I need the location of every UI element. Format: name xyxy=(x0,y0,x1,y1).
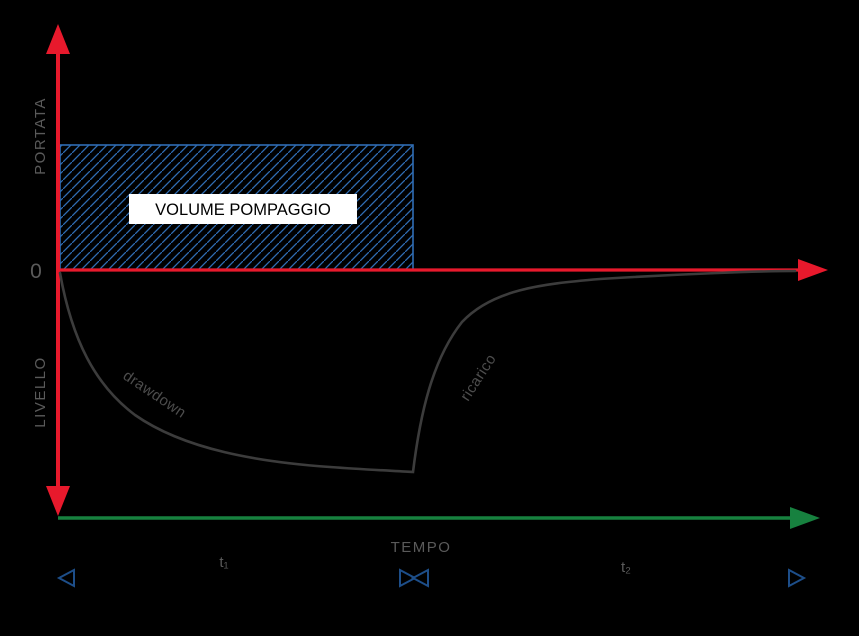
x-axis-label: TEMPO xyxy=(391,539,452,556)
vertical-axis-down-arrowhead xyxy=(46,486,70,516)
volume-label: VOLUME POMPAGGIO xyxy=(155,201,331,219)
origin-label: 0 xyxy=(30,260,42,283)
interval-middle-marker-icon xyxy=(399,568,429,588)
interval-middle-left-arrow-icon xyxy=(410,568,429,588)
interval-start-marker-icon xyxy=(56,568,75,588)
interval-end-marker-icon xyxy=(788,568,807,588)
flow-axis-arrowhead xyxy=(798,259,828,281)
time-axis-arrowhead xyxy=(790,507,820,529)
t1-label: t₁ xyxy=(219,554,228,571)
interval-middle-right-arrow-icon xyxy=(399,568,418,588)
volume-label-box xyxy=(129,194,357,224)
y-axis-bottom-label: LIVELLO xyxy=(32,356,49,427)
t2-label: t₂ xyxy=(621,559,631,576)
vertical-axis-up-arrowhead xyxy=(46,24,70,54)
drawdown-recovery-curve xyxy=(58,269,797,474)
y-axis-top-label: PORTATA xyxy=(32,97,49,175)
recovery-label: ricarico xyxy=(457,351,500,404)
drawdown-label: drawdown xyxy=(120,367,190,422)
